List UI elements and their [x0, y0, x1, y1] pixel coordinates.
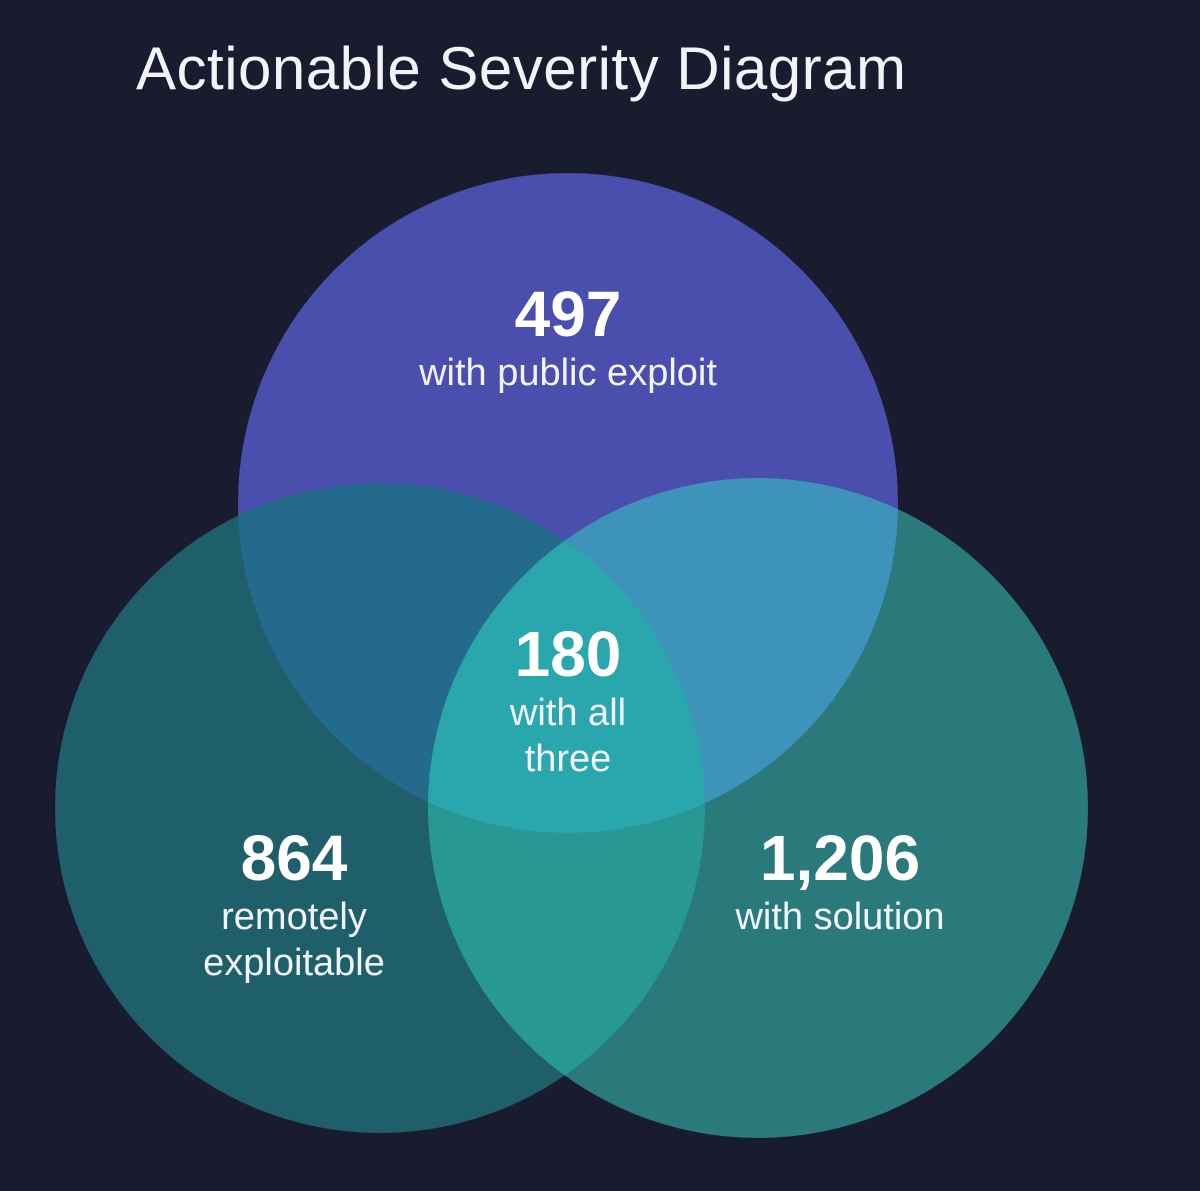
all-three-count: 180 [514, 618, 622, 690]
public-exploit-label: with public exploit [419, 352, 717, 394]
with-solution-label: with solution [735, 896, 945, 938]
public-exploit-count: 497 [514, 278, 622, 350]
public-exploit-region: 497 with public exploit [368, 278, 768, 396]
diagram-title: Actionable Severity Diagram [136, 35, 907, 102]
with-solution-count: 1,206 [759, 822, 921, 894]
all-three-region: 180 with all three [463, 618, 673, 782]
with-solution-region: 1,206 with solution [690, 822, 990, 940]
remotely-exploitable-count: 864 [240, 822, 348, 894]
remotely-exploitable-label: remotely exploitable [203, 896, 385, 984]
all-three-overlap [428, 483, 705, 833]
remotely-exploitable-region: 864 remotely exploitable [144, 822, 444, 986]
all-three-label: with all three [509, 692, 627, 780]
